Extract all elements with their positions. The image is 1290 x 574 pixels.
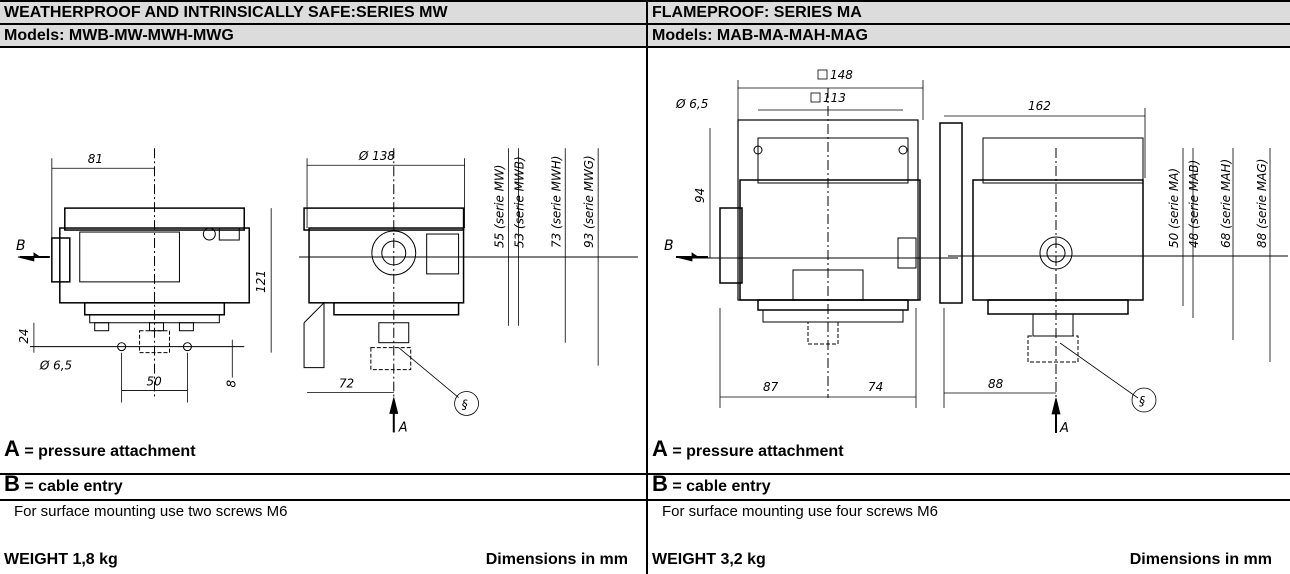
dim-24: 24: [17, 328, 31, 343]
legend-cable: B = cable entry: [652, 473, 771, 498]
dim-d65: Ø 6,5: [39, 359, 72, 373]
series-ma-panel: FLAMEPROOF: SERIES MA Models: MAB-MA-MAH…: [648, 0, 1290, 574]
mw-footer: For surface mounting use two screws M6 W…: [0, 499, 646, 574]
serie-mag: 88 (serie MAG): [1255, 159, 1269, 248]
mounting-note: For surface mounting use two screws M6: [14, 503, 288, 520]
ma-footer: For surface mounting use four screws M6 …: [648, 499, 1290, 574]
series-mw-title: WEATHERPROOF AND INTRINSICALLY SAFE:SERI…: [0, 0, 646, 25]
legend-b-letter: B: [4, 471, 20, 496]
ma-dimension-lines: [675, 80, 1271, 433]
label-b: B: [664, 238, 674, 254]
serie-mab: 48 (serie MAB): [1187, 160, 1201, 248]
legend-b-text: = cable entry: [19, 478, 123, 495]
series-ma-drawing: 148 113 Ø 6,5 94 162 87 74 88 50 (serie …: [648, 48, 1290, 436]
legend-a-text: = pressure attachment: [667, 443, 844, 460]
legend-a-letter: A: [4, 436, 20, 461]
legend-cable: B = cable entry: [4, 473, 123, 498]
series-mw-drawing: 81 Ø 138 121 24 Ø 6,5 50 8 72 55 (serie …: [0, 48, 646, 436]
dim-138: Ø 138: [358, 149, 395, 163]
dim-94: 94: [693, 188, 707, 203]
legend-b-letter: B: [652, 471, 668, 496]
label-section: §: [1139, 394, 1145, 408]
dim-50: 50: [147, 375, 162, 389]
label-section: §: [462, 397, 468, 411]
legend-a-letter: A: [652, 436, 668, 461]
dim-8: 8: [224, 380, 238, 388]
series-ma-title: FLAMEPROOF: SERIES MA: [648, 0, 1290, 25]
dim-162: 162: [1028, 99, 1051, 113]
dim-87: 87: [763, 380, 779, 394]
dim-148: 148: [830, 68, 853, 82]
dimensions-note: Dimensions in mm: [1129, 551, 1272, 568]
label-a: A: [398, 420, 408, 435]
dim-121: 121: [254, 270, 268, 293]
ma-side-view: [939, 122, 1288, 428]
dim-74: 74: [868, 380, 883, 394]
legend-pressure: A = pressure attachment: [4, 438, 196, 463]
mw-dimension-lines: [17, 148, 599, 433]
divider: [0, 473, 646, 475]
dimensions-note: Dimensions in mm: [485, 551, 628, 568]
label-a: A: [1059, 421, 1069, 436]
serie-mw: 55 (serie MW): [492, 165, 506, 248]
legend-a-text: = pressure attachment: [19, 443, 196, 460]
dim-81: 81: [88, 152, 103, 166]
mw-dimension-labels: 81 Ø 138 121 24 Ø 6,5 50 8 72 55 (serie …: [16, 149, 596, 435]
serie-mwh: 73 (serie MWH): [549, 156, 563, 248]
dim-113: 113: [823, 91, 846, 105]
dim-88: 88: [988, 377, 1004, 391]
ma-dimension-labels: 148 113 Ø 6,5 94 162 87 74 88 50 (serie …: [664, 68, 1269, 436]
mw-side-view: [299, 148, 639, 428]
dim-72: 72: [339, 377, 354, 391]
divider: [648, 473, 1290, 475]
series-ma-models: Models: MAB-MA-MAH-MAG: [648, 25, 1290, 48]
legend-b-text: = cable entry: [667, 478, 771, 495]
serie-mwg: 93 (serie MWG): [582, 155, 596, 248]
series-mw-panel: WEATHERPROOF AND INTRINSICALLY SAFE:SERI…: [0, 0, 648, 574]
mounting-note: For surface mounting use four screws M6: [662, 503, 938, 520]
serie-mah: 68 (serie MAH): [1219, 159, 1233, 248]
legend-pressure: A = pressure attachment: [652, 438, 844, 463]
label-b: B: [16, 238, 26, 254]
weight-label: WEIGHT 3,2 kg: [652, 551, 766, 568]
weight-label: WEIGHT 1,8 kg: [4, 551, 118, 568]
ma-front-view: [688, 88, 958, 398]
square-icon: [810, 92, 821, 103]
mw-front-view: [29, 148, 250, 398]
series-mw-models: Models: MWB-MW-MWH-MWG: [0, 25, 646, 48]
serie-ma: 50 (serie MA): [1167, 168, 1181, 248]
dim-d65: Ø 6,5: [675, 97, 708, 111]
square-icon: [817, 69, 828, 80]
serie-mwb: 53 (serie MWB): [512, 156, 526, 248]
